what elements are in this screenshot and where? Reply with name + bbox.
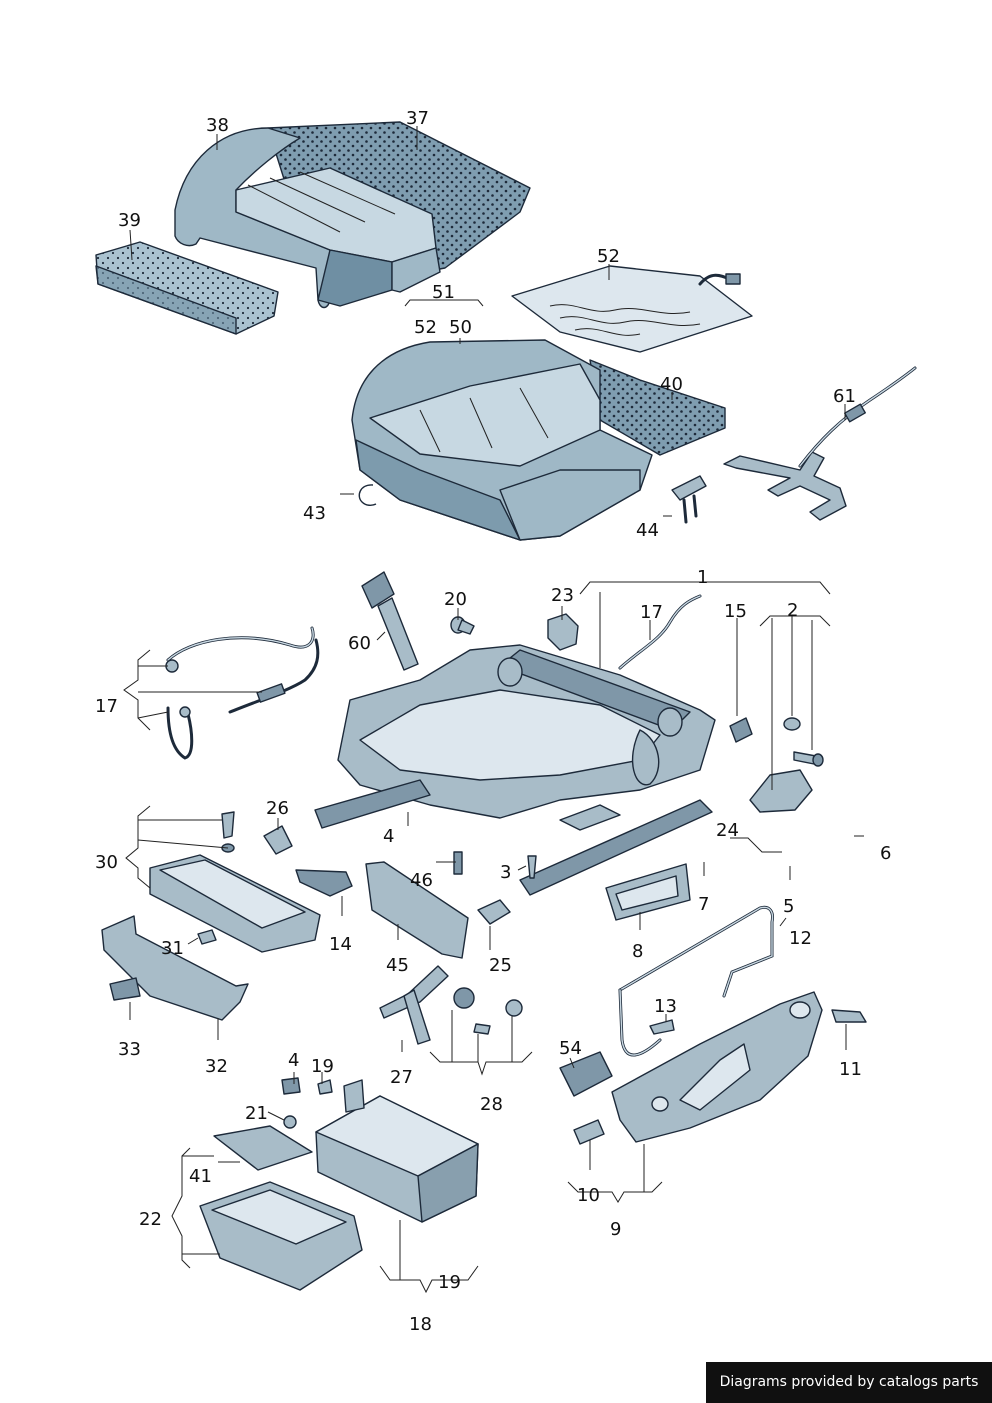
- label-1: 1: [697, 567, 708, 588]
- part-group-2: [749, 717, 824, 813]
- label-11: 11: [839, 1059, 862, 1080]
- label-33: 33: [118, 1039, 141, 1060]
- nut-31: [197, 929, 217, 945]
- label-40: 40: [660, 374, 683, 395]
- label-26: 26: [266, 798, 289, 819]
- label-3: 3: [500, 862, 511, 883]
- belt-buckle: [361, 571, 419, 671]
- label-12: 12: [789, 928, 812, 949]
- label-18: 18: [409, 1314, 432, 1335]
- bracket-45-46: [365, 851, 469, 959]
- cable-17-upper: [618, 594, 702, 670]
- label-6: 6: [880, 843, 891, 864]
- label-43: 43: [303, 503, 326, 524]
- rod-12: [618, 905, 774, 1057]
- label-61: 61: [833, 386, 856, 407]
- label-41: 41: [189, 1166, 212, 1187]
- label-31: 31: [161, 938, 184, 959]
- clip-23: [547, 613, 579, 651]
- part-labels: 38 37 39 52 51 52 50 40 61 43 44 1 23 20…: [95, 108, 891, 1335]
- label-30: 30: [95, 852, 118, 873]
- label-52: 52: [414, 317, 437, 338]
- label-52-mat: 52: [597, 246, 620, 267]
- label-5: 5: [783, 896, 794, 917]
- label-14: 14: [329, 934, 352, 955]
- cable-17-left: [165, 626, 320, 760]
- label-45: 45: [386, 955, 409, 976]
- clip-25: [477, 899, 511, 925]
- screw-20: [450, 616, 475, 635]
- label-7: 7: [698, 894, 709, 915]
- part-10: [573, 1119, 605, 1145]
- label-8: 8: [632, 941, 643, 962]
- label-17-left: 17: [95, 696, 118, 717]
- label-24: 24: [716, 820, 739, 841]
- label-50: 50: [449, 317, 472, 338]
- seat-frame: [314, 644, 716, 896]
- label-2: 2: [787, 600, 798, 621]
- label-60: 60: [348, 633, 371, 654]
- clip-43: [358, 484, 377, 507]
- label-15: 15: [724, 601, 747, 622]
- label-25: 25: [489, 955, 512, 976]
- tray-30: [149, 811, 321, 953]
- label-13: 13: [654, 996, 677, 1017]
- label-4-frame: 4: [383, 826, 394, 847]
- switch-15: [729, 717, 753, 743]
- label-4-drawer: 4: [288, 1050, 299, 1071]
- part-26: [263, 825, 293, 855]
- label-38: 38: [206, 115, 229, 136]
- cushion-pad: [95, 241, 279, 335]
- label-21: 21: [245, 1103, 268, 1124]
- label-51: 51: [432, 282, 455, 303]
- label-27: 27: [390, 1067, 413, 1088]
- label-54: 54: [559, 1038, 582, 1059]
- label-20: 20: [444, 589, 467, 610]
- bracket-44: [671, 475, 707, 524]
- leader-lines: [123, 126, 864, 1294]
- label-32: 32: [205, 1056, 228, 1077]
- trim-8: [605, 863, 691, 921]
- label-9: 9: [610, 1219, 621, 1240]
- side-cover-9: [611, 991, 823, 1143]
- cover-14: [295, 869, 353, 897]
- label-39: 39: [118, 210, 141, 231]
- label-17-right: 17: [640, 602, 663, 623]
- label-10: 10: [577, 1185, 600, 1206]
- storage-drawer: [199, 1077, 479, 1291]
- credit-banner: Diagrams provided by catalogs parts: [706, 1362, 992, 1403]
- label-28: 28: [480, 1094, 503, 1115]
- label-44: 44: [636, 520, 659, 541]
- screw-13: [649, 1019, 675, 1035]
- label-19-lower: 19: [438, 1272, 461, 1293]
- seat-cushion: [351, 339, 726, 541]
- bracket-27: [379, 965, 523, 1045]
- clip-11: [831, 1009, 867, 1023]
- screw-3: [527, 855, 537, 879]
- wiring-harness: [723, 366, 917, 521]
- heating-mat: [511, 265, 753, 353]
- deflector-32: [101, 915, 249, 1021]
- label-22: 22: [139, 1209, 162, 1230]
- part-54: [559, 1051, 613, 1097]
- seat-cover-upper: [174, 121, 531, 309]
- label-23: 23: [551, 585, 574, 606]
- label-19-upper: 19: [311, 1056, 334, 1077]
- label-37: 37: [406, 108, 429, 129]
- label-46: 46: [410, 870, 433, 891]
